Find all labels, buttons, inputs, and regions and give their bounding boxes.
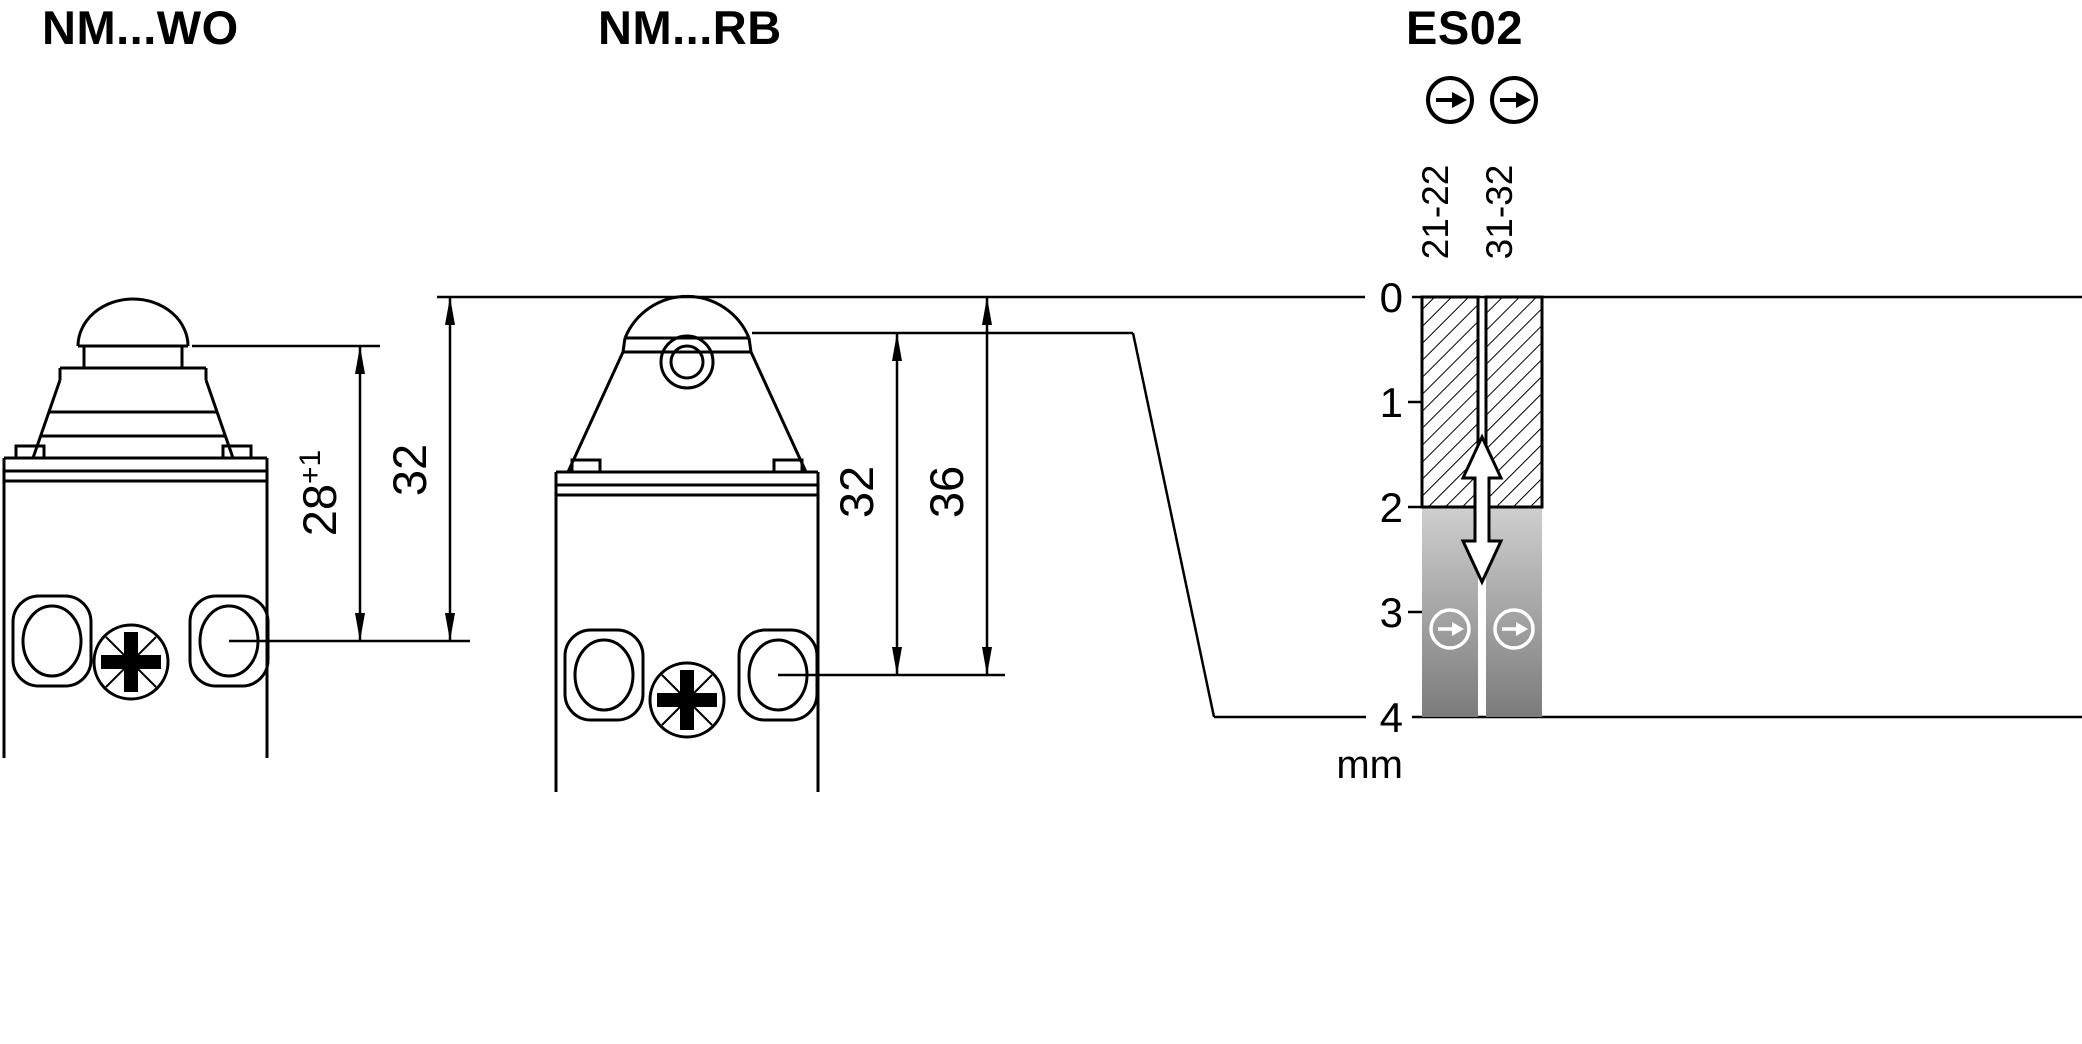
icon-circle <box>1426 76 1474 124</box>
icon-circle <box>1493 608 1535 650</box>
rb-head-left <box>566 351 625 473</box>
rb-head-right <box>749 351 808 473</box>
icon-arrow-head <box>1452 92 1467 108</box>
positive-opening-arrow-icon-left <box>1426 76 1474 124</box>
wo-dim-28-tolerance: +1 <box>294 450 327 484</box>
wo-hole-left <box>21 604 83 678</box>
rb-cap-tab-left <box>570 458 602 472</box>
travel-direction-double-arrow-icon <box>1460 433 1504 586</box>
title-es02: ES02 <box>1406 1 1523 54</box>
contact-label-31-32: 31-32 <box>1479 165 1520 260</box>
strip-left-closed-zone <box>1422 507 1478 717</box>
icon-circle <box>1490 76 1538 124</box>
closed-contact-icon-left <box>1429 608 1471 650</box>
wo-hole-left-outline <box>11 594 93 688</box>
reference-lines <box>437 295 2082 719</box>
wo-screw-diag-2 <box>105 636 157 688</box>
wo-dim-32-label: 32 <box>383 444 436 496</box>
rb-dimensions: 32 36 <box>778 297 1005 677</box>
strip-right-closed-zone <box>1486 507 1542 717</box>
title-nm-rb: NM...RB <box>598 1 782 54</box>
rb-roller-outer <box>659 334 715 390</box>
scale-unit-mm: mm <box>1336 743 1403 787</box>
wo-dim-28-label: 28+1 <box>293 450 346 537</box>
strip-left-open-zone <box>1420 295 1480 509</box>
wo-dim-28-value: 28 <box>293 484 346 536</box>
wo-cap-tab-left <box>14 444 46 458</box>
closed-contact-icon-right <box>1493 608 1535 650</box>
switch-wo-drawing <box>2 297 270 758</box>
rb-roller-arc <box>623 294 751 339</box>
wo-dimensions: 28+1 32 <box>192 297 470 643</box>
icon-arrow-head <box>1452 622 1464 636</box>
positive-opening-arrow-icon-right <box>1490 76 1538 124</box>
rb-hole-left <box>573 638 635 712</box>
ref-line-slant <box>1131 332 1216 718</box>
wo-screw-icon <box>92 623 170 701</box>
rb-dim-32-label: 32 <box>830 466 883 518</box>
scale-2: 2 <box>1380 484 1403 531</box>
rb-roller-axle <box>669 344 705 380</box>
scale-0: 0 <box>1380 274 1403 321</box>
title-nm-wo: NM...WO <box>42 1 239 54</box>
wo-screw-head <box>92 623 170 701</box>
icon-arrow-head <box>1516 92 1531 108</box>
rb-fork-edge-left <box>621 337 627 353</box>
icon-circle <box>1429 608 1471 650</box>
contact-label-21-22: 21-22 <box>1415 165 1456 260</box>
wo-plunger-dome <box>76 297 190 347</box>
rb-screw-icon <box>648 661 726 739</box>
rb-hole-left-outline <box>563 628 645 722</box>
travel-diagram: 21-22 31-32 0 1 2 3 4 mm <box>1336 76 1544 787</box>
scale-3: 3 <box>1380 589 1403 636</box>
rb-screw-diag-2 <box>661 674 713 726</box>
scale-4: 4 <box>1380 694 1403 741</box>
rb-dim-36-label: 36 <box>920 466 973 518</box>
wo-cap-tab-right <box>221 444 253 458</box>
scale-1: 1 <box>1380 379 1403 426</box>
rb-cap-tab-right <box>772 458 804 472</box>
switch-rb-drawing <box>554 294 820 792</box>
rb-screw-head <box>648 661 726 739</box>
rb-fork-edge-right <box>747 337 753 353</box>
icon-arrow-head <box>1516 622 1528 636</box>
